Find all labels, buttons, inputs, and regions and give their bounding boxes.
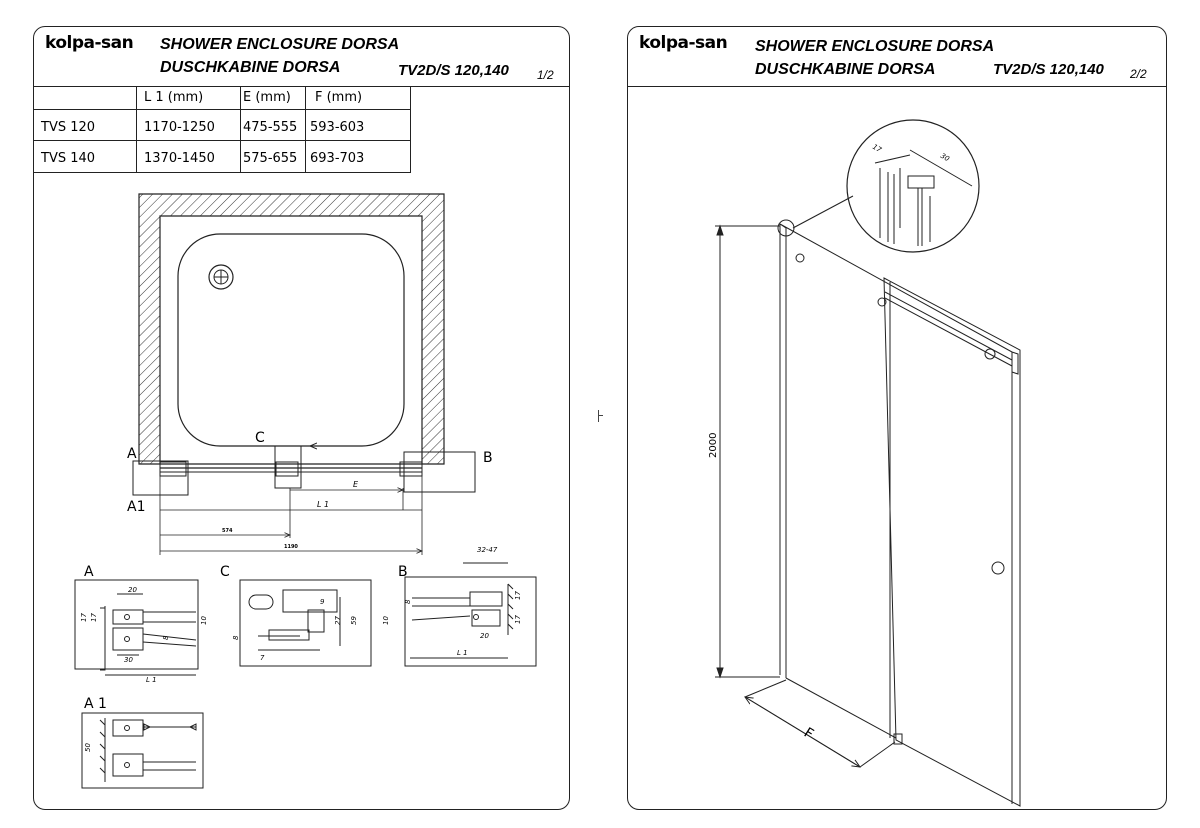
sheet-2-model-code: TV2D/S 120,140 — [993, 61, 1104, 78]
detail-label-a1: A 1 — [84, 696, 107, 712]
table-row-2-l1: 1370-1450 — [144, 151, 215, 166]
a-dim-17a: 17 — [80, 613, 88, 622]
c-dim-7: 7 — [260, 654, 265, 662]
sheet-2 — [627, 26, 1167, 810]
detail-a1-frame — [81, 712, 204, 789]
door-handle-icon — [991, 561, 1005, 575]
b-dim-17b: 17 — [514, 615, 522, 624]
table-row-2-f: 693-703 — [310, 151, 365, 166]
profile-dim-30: 30 — [939, 152, 951, 164]
sheet-1-model-code: TV2D/S 120,140 — [398, 62, 509, 79]
detail-a-frame — [74, 579, 199, 670]
sheet-1-header-divider — [34, 86, 569, 87]
door-rail — [159, 461, 423, 477]
sheet-1 — [33, 26, 570, 810]
plan-view: A A1 B C E L 1 574 1190 — [127, 193, 493, 555]
sheet-2-title-de: DUSCHKABINE DORSA — [755, 61, 936, 78]
dimension-lines — [159, 476, 422, 555]
sheet-2-page-number: 2/2 — [1130, 67, 1147, 81]
plan-label-l1: L 1 — [317, 500, 329, 509]
plan-label-1190: 1190 — [284, 544, 298, 550]
profile-detail-circle — [846, 119, 980, 253]
plan-label-e: E — [353, 480, 359, 489]
callout-box-b — [403, 451, 476, 493]
plan-label-b: B — [483, 450, 493, 466]
plan-label-a1: A1 — [127, 499, 145, 515]
table-row-1-f: 593-603 — [310, 120, 365, 135]
sheet-1-page-number: 1/2 — [537, 68, 554, 82]
detail-b-frame — [404, 576, 537, 667]
table-header-l1: L 1 (mm) — [144, 90, 204, 105]
b-dim-17a: 17 — [514, 591, 522, 600]
detail-c-frame — [239, 579, 372, 667]
b-dim-l1: L 1 — [457, 649, 468, 657]
c-dim-8: 8 — [232, 635, 240, 640]
table-row-1-model: TVS 120 — [41, 120, 96, 135]
sheet-2-logo: kolpa-san — [639, 33, 728, 53]
sheet-1-title-en: SHOWER ENCLOSURE DORSA — [160, 36, 400, 53]
a-dim-20: 20 — [128, 586, 137, 594]
detail-views: A C B A 1 20 17 17 30 8 10 L 1 9 27 59 8… — [74, 546, 537, 789]
page-marker — [598, 410, 599, 422]
page-marker-tick — [598, 415, 603, 416]
sheet-1-logo: kolpa-san — [45, 33, 134, 53]
a-dim-8: 8 — [162, 635, 170, 640]
a-dim-l1: L 1 — [146, 676, 157, 684]
table-row-1-e: 475-555 — [243, 120, 298, 135]
table-row-2-e: 575-655 — [243, 151, 298, 166]
sheet-2-title-en: SHOWER ENCLOSURE DORSA — [755, 38, 995, 55]
wall-hatch — [138, 193, 445, 465]
table-row-2-model: TVS 140 — [41, 151, 96, 166]
callout-box-c — [274, 445, 302, 489]
detail-label-b: B — [398, 564, 408, 580]
plan-label-574: 574 — [222, 528, 233, 534]
b-dim-8: 8 — [404, 599, 412, 604]
drain-icon — [208, 264, 234, 290]
size-table: L 1 (mm) E (mm) F (mm) TVS 120 1170-1250… — [34, 87, 412, 173]
a-dim-10: 10 — [200, 616, 208, 625]
table-header-f: F (mm) — [315, 90, 363, 105]
b-dim-20: 20 — [480, 632, 489, 640]
callout-box-a — [132, 460, 189, 496]
height-label-2000: 2000 — [708, 433, 719, 458]
c-dim-59: 59 — [350, 616, 358, 625]
b-dim-10: 10 — [382, 616, 390, 625]
c-dim-27: 27 — [334, 616, 342, 625]
table-header-e: E (mm) — [243, 90, 291, 105]
plan-label-a: A — [127, 446, 137, 462]
c-dim-9: 9 — [320, 598, 325, 606]
profile-dim-17: 17 — [871, 143, 883, 155]
size-table-grid — [34, 87, 411, 173]
a-dim-30: 30 — [124, 656, 133, 664]
width-label-f: F — [801, 725, 816, 743]
a-dim-17b: 17 — [90, 613, 98, 622]
plan-label-c: C — [255, 430, 265, 446]
table-row-1-l1: 1170-1250 — [144, 120, 215, 135]
sheet-2-header-divider — [628, 86, 1166, 87]
a1-dim-50: 50 — [84, 743, 92, 752]
detail-label-c: C — [220, 564, 230, 580]
detail-label-a: A — [84, 564, 94, 580]
b-dim-3247: 32-47 — [477, 546, 498, 554]
sheet-1-title-de: DUSCHKABINE DORSA — [160, 59, 341, 76]
